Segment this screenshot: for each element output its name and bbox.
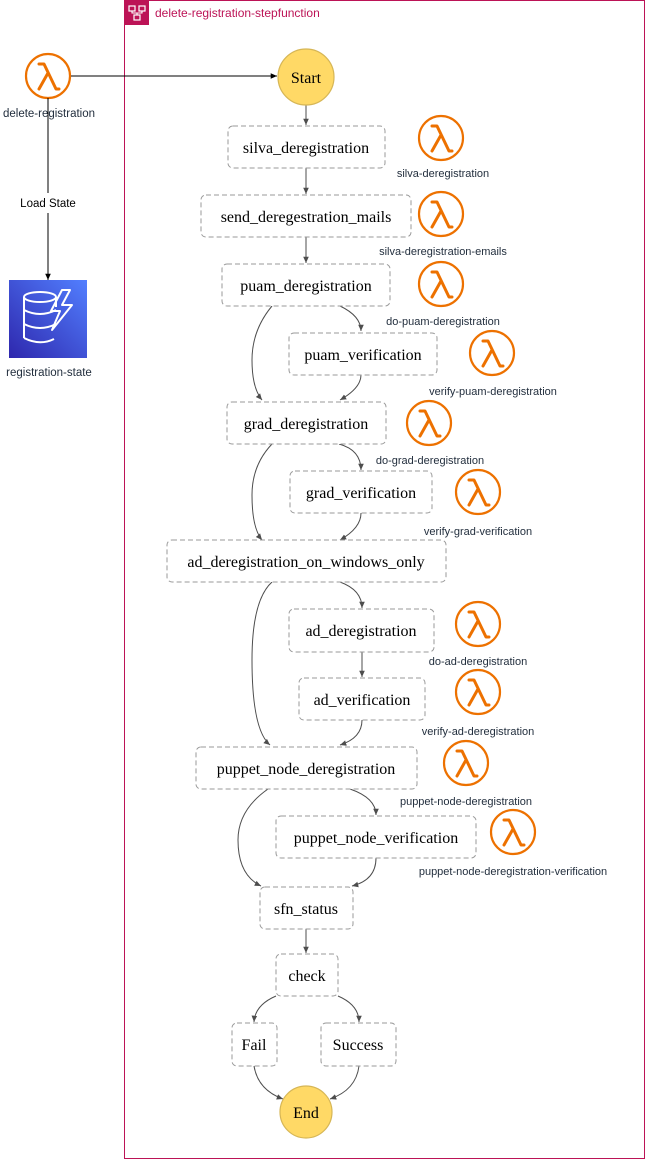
lambda-icon [454,600,502,648]
lambda-puppet-node-deregistration[interactable]: puppet-node-deregistration [400,739,532,808]
state-fail[interactable]: Fail [231,1022,278,1067]
lambda-label: delete-registration [3,108,95,120]
state-label: puppet_node_verification [294,830,458,847]
lambda-label: verify-grad-verification [424,526,532,538]
state-send-deregestration-mails[interactable]: send_deregestration_mails [200,194,412,238]
state-label: puppet_node_deregistration [217,761,396,778]
state-success[interactable]: Success [320,1022,397,1067]
state-check[interactable]: check [275,953,339,997]
state-label: grad_deregistration [244,416,368,433]
lambda-delete-registration[interactable]: delete-registration [3,52,95,120]
state-puam-verification[interactable]: puam_verification [288,332,438,376]
state-label: ad_verification [314,692,411,709]
lambda-label: verify-puam-deregistration [429,386,557,398]
state-label: puam_deregistration [240,278,372,295]
states: silva_deregistration send_deregestration… [166,125,477,1067]
lambda-label: do-puam-deregistration [386,316,500,328]
state-label: Success [333,1037,384,1054]
state-sfn-status[interactable]: sfn_status [259,886,354,930]
lambda-do-ad-deregistration[interactable]: do-ad-deregistration [429,600,527,668]
lambda-silva-deregistration-emails[interactable]: silva-deregistration-emails [379,190,507,258]
state-label: send_deregestration_mails [221,209,392,226]
lambda-icon [24,52,72,100]
group-title: delete-registration-stepfunction [155,6,320,20]
state-label: puam_verification [304,347,421,364]
state-puam-deregistration[interactable]: puam_deregistration [221,263,391,307]
state-ad-verification[interactable]: ad_verification [298,677,426,721]
lambda-icon [454,668,502,716]
table-label: registration-state [6,367,92,379]
lambda-label: puppet-node-deregistration [400,796,532,808]
lambda-silva-deregistration[interactable]: silva-deregistration [397,114,489,180]
state-label: ad_deregistration_on_windows_only [187,554,424,571]
lambda-label: do-grad-deregistration [376,455,484,467]
state-silva-deregistration[interactable]: silva_deregistration [227,125,386,169]
step-functions-icon [125,1,149,25]
lambda-do-puam-deregistration[interactable]: do-puam-deregistration [386,260,500,328]
state-ad-deregistration[interactable]: ad_deregistration [288,608,435,653]
lambda-icon [454,468,502,516]
lambda-icon [489,808,537,856]
state-grad-deregistration[interactable]: grad_deregistration [226,401,387,445]
lambda-icon [417,114,465,162]
state-edges [237,105,379,1100]
state-label: silva_deregistration [243,140,369,157]
lambda-verify-grad-verification[interactable]: verify-grad-verification [424,468,532,538]
dynamodb-icon [9,280,87,358]
state-label: sfn_status [274,901,338,918]
state-puppet-node-deregistration[interactable]: puppet_node_deregistration [195,746,418,790]
end-label: End [293,1105,319,1122]
end-node[interactable]: End [279,1085,333,1139]
lambda-label: verify-ad-deregistration [422,726,535,738]
state-label: check [288,968,325,985]
lambda-verify-puam-deregistration[interactable]: verify-puam-deregistration [429,329,557,398]
lambda-icon [468,329,516,377]
lambda-verify-ad-deregistration[interactable]: verify-ad-deregistration [422,668,535,738]
lambda-icon [417,260,465,308]
start-node[interactable]: Start [277,48,335,106]
state-puppet-node-verification[interactable]: puppet_node_verification [275,815,477,859]
dynamodb-table-registration-state[interactable]: registration-state [6,280,92,379]
lambda-puppet-node-deregistration-verification[interactable]: puppet-node-deregistration-verification [419,808,607,878]
lambda-functions: silva-deregistration silva-deregistratio… [376,114,607,878]
state-ad-deregistration-on-windows-only[interactable]: ad_deregistration_on_windows_only [166,539,447,583]
lambda-label: silva-deregistration-emails [379,246,507,258]
lambda-do-grad-deregistration[interactable]: do-grad-deregistration [376,399,484,467]
state-label: Fail [242,1037,267,1054]
state-label: ad_deregistration [305,623,416,640]
lambda-label: silva-deregistration [397,168,489,180]
lambda-icon [442,739,490,787]
lambda-icon [405,399,453,447]
start-label: Start [291,70,322,87]
lambda-label: puppet-node-deregistration-verification [419,866,607,878]
state-grad-verification[interactable]: grad_verification [289,470,433,514]
lambda-icon [417,190,465,238]
state-label: grad_verification [306,485,416,502]
lambda-label: do-ad-deregistration [429,656,527,668]
load-state-label: Load State [20,198,76,210]
